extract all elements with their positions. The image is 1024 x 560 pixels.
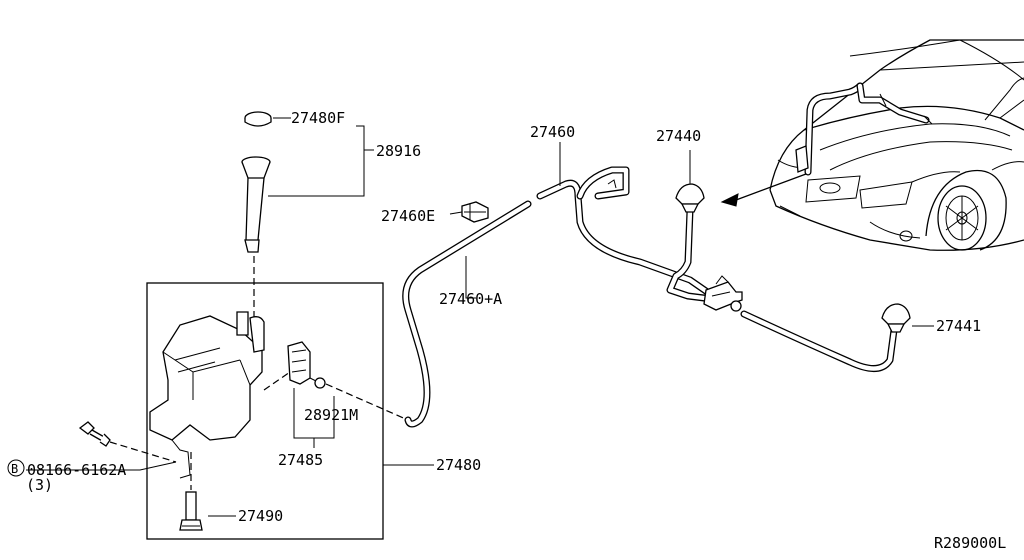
callout-28921m: 28921M	[304, 406, 358, 424]
hose-27460a	[402, 200, 532, 428]
vehicle-front-sketch	[720, 39, 1024, 251]
assembly-line-bolt	[109, 441, 177, 463]
hose-nozzle-27440	[666, 206, 708, 302]
mounting-bolt	[78, 421, 111, 447]
callout-27440: 27440	[656, 127, 701, 145]
callout-08166-6162a: 08166-6162A	[27, 461, 126, 479]
callout-27460: 27460	[530, 123, 575, 141]
hose-27460	[536, 166, 720, 302]
callout-27480: 27480	[436, 456, 481, 474]
nozzle-27440	[675, 183, 705, 213]
filler-cap	[244, 111, 272, 127]
leader-27460e	[449, 211, 463, 215]
level-sensor	[179, 491, 203, 531]
callout-28916: 28916	[376, 142, 421, 160]
bracket-28916	[268, 125, 365, 197]
assembly-line-pump	[263, 371, 291, 391]
washer-pump	[287, 341, 326, 389]
filler-neck	[241, 156, 271, 253]
callout-27485: 27485	[278, 451, 323, 469]
bolt-symbol-circle	[7, 459, 25, 477]
callout-27460e: 27460E	[381, 207, 435, 225]
reference-code: R289000L	[934, 534, 1006, 552]
callout-27460a: 27460+A	[439, 290, 502, 308]
callout-27480f: 27480F	[291, 109, 345, 127]
callout-27490: 27490	[238, 507, 283, 525]
hose-nozzle-27441	[740, 310, 898, 372]
callout-quantity: (3)	[26, 476, 53, 494]
hose-joint	[703, 275, 743, 312]
nozzle-27441	[881, 303, 911, 333]
assembly-line-pump-hose	[325, 383, 409, 421]
connector-27460e	[461, 201, 489, 223]
leader-bolt	[26, 461, 177, 471]
tank-assembly-box	[146, 282, 384, 540]
bolt-symbol: B	[11, 462, 18, 476]
callout-27441: 27441	[936, 317, 981, 335]
washer-tank	[149, 311, 265, 479]
